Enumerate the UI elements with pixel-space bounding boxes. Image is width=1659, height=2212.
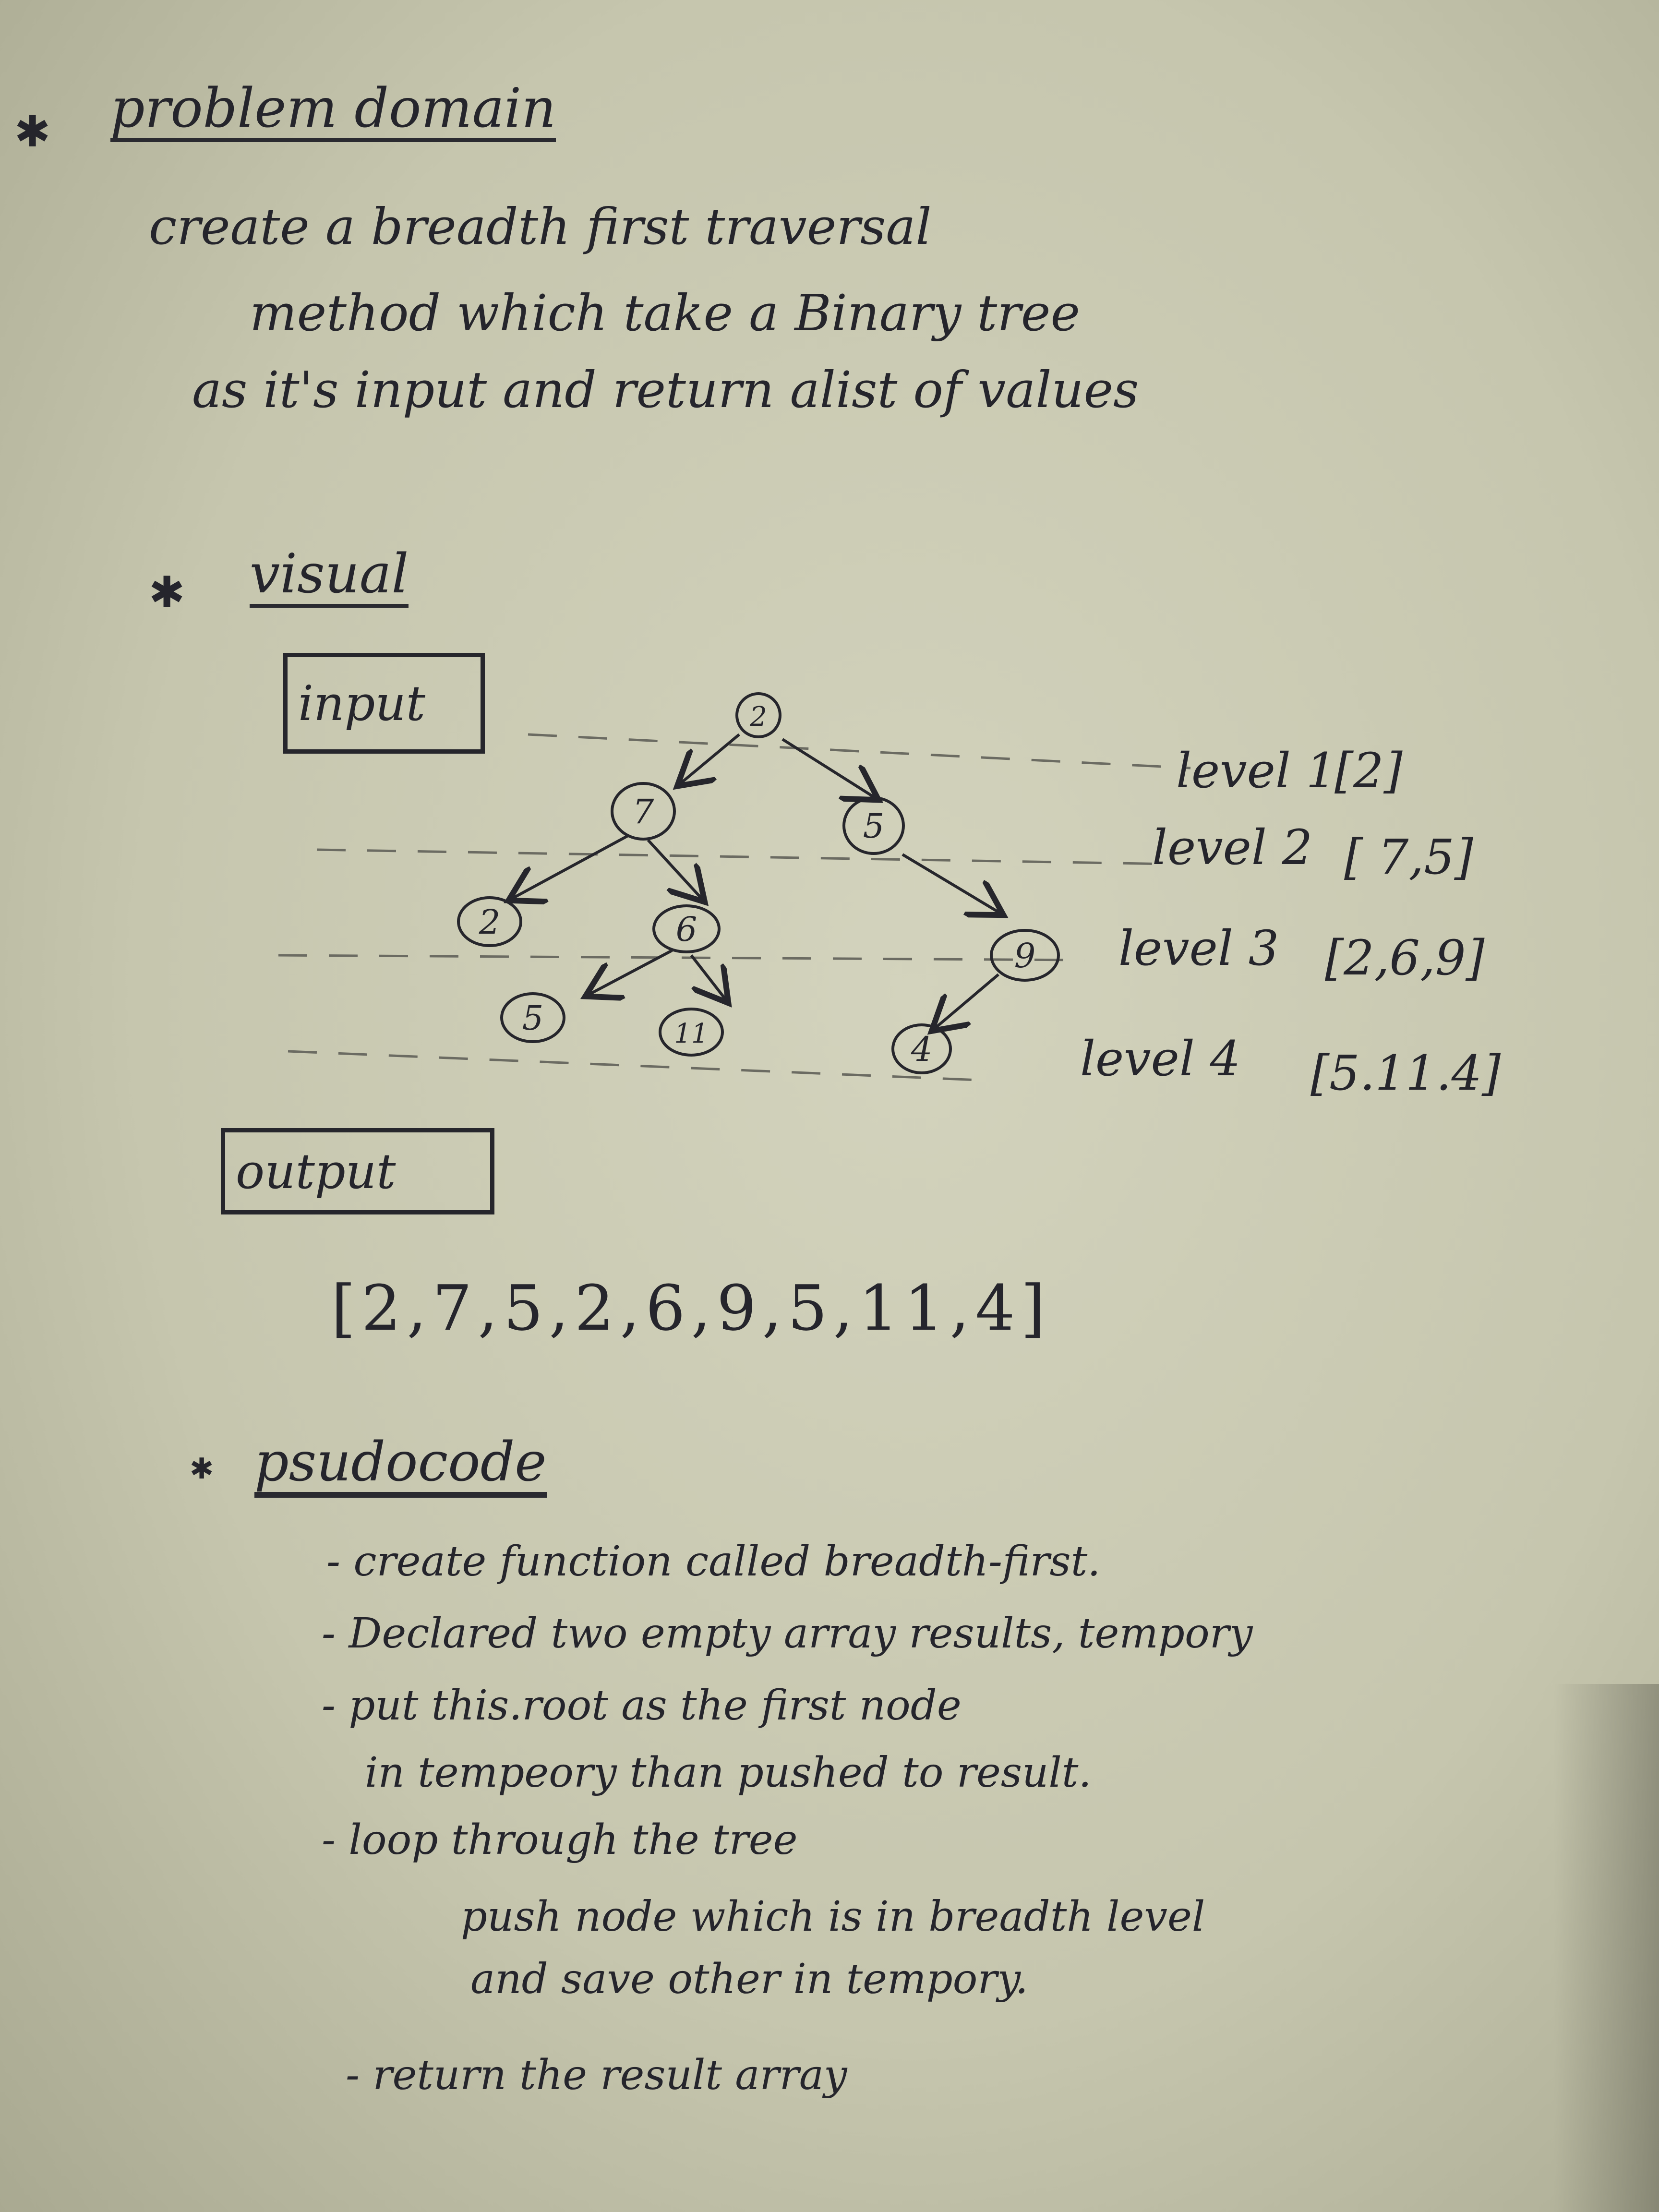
node-label-4: 4	[911, 1030, 933, 1069]
tree-node-labels: 2 7 5 2 6 9 5 11 4	[479, 701, 1036, 1069]
edge-7-2	[514, 834, 630, 898]
node-circle-4	[891, 1023, 952, 1074]
pseudocode-line-7: and save other in tempory.	[470, 1955, 1029, 2003]
page-shadow	[1553, 1684, 1659, 2212]
output-label: output	[236, 1143, 396, 1200]
input-label-box: input	[283, 653, 485, 754]
node-label-root: 2	[749, 701, 767, 733]
problem-line-2: method which take a Binary tree	[250, 284, 1081, 342]
level-1-guide	[528, 733, 1191, 769]
output-label-box: output	[221, 1128, 494, 1214]
bullet-star-icon: ✱	[149, 567, 185, 618]
node-label-5-right: 5	[863, 806, 885, 846]
edge-7-6	[647, 839, 701, 898]
node-circle-root	[735, 692, 781, 738]
edge-9-4	[936, 973, 999, 1027]
edge-2-5	[781, 738, 874, 797]
node-label-2-left: 2	[479, 902, 501, 942]
level-4-label: level 4	[1080, 1031, 1240, 1087]
level-4-guide	[288, 1050, 980, 1082]
node-circle-2-left	[457, 896, 522, 947]
edge-5-9	[902, 853, 998, 912]
level-4-values: [5.11.4]	[1310, 1045, 1501, 1101]
problem-line-3: as it's input and return alist of values	[192, 361, 1139, 419]
pseudocode-line-8: - return the result array	[346, 2051, 847, 2099]
node-label-6: 6	[676, 910, 697, 949]
node-label-5-left: 5	[522, 998, 544, 1038]
visual-heading: visual	[250, 547, 409, 608]
level-1-values: [2]	[1334, 743, 1403, 799]
pseudocode-heading: psudocode	[254, 1435, 547, 1498]
level-3-label: level 3	[1118, 920, 1279, 976]
level-3-guide	[278, 954, 1085, 962]
input-label: input	[298, 675, 425, 732]
pseudocode-line-4: in tempeory than pushed to result.	[365, 1749, 1092, 1797]
problem-domain-heading: problem domain	[110, 82, 556, 142]
level-2-values: [ 7,5]	[1344, 829, 1474, 885]
pseudocode-line-6: push node which is in breadth level	[461, 1893, 1205, 1941]
node-circle-9	[990, 929, 1060, 982]
pseudocode-line-5: - loop through the tree	[322, 1816, 798, 1864]
node-label-7: 7	[633, 792, 654, 831]
node-circle-5-left	[500, 992, 565, 1043]
tree-nodes	[457, 692, 1060, 1074]
edge-6-5	[590, 949, 673, 994]
edge-6-11	[690, 954, 725, 998]
level-3-values: [2,6,9]	[1325, 930, 1485, 986]
pseudocode-line-1: - create function called breadth-first.	[326, 1538, 1101, 1586]
bullet-star-icon: ✱	[190, 1452, 214, 1486]
bullet-star-icon: ✱	[14, 107, 51, 157]
level-2-label: level 2	[1152, 819, 1312, 876]
level-1-label: level 1	[1176, 743, 1336, 799]
node-circle-6	[652, 904, 721, 953]
pseudocode-line-3: - put this.root as the first node	[322, 1682, 962, 1730]
problem-line-1: create a breadth first traversal	[149, 197, 932, 256]
node-circle-11	[659, 1008, 724, 1057]
output-array: [2,7,5,2,6,9,5,11,4]	[331, 1272, 1051, 1345]
edge-2-7	[682, 733, 740, 782]
node-circle-7	[611, 782, 676, 841]
node-label-9: 9	[1014, 936, 1036, 975]
pseudocode-line-2: - Declared two empty array results, temp…	[322, 1610, 1253, 1658]
tree-edges	[514, 733, 999, 1027]
level-2-guide	[316, 848, 1172, 866]
level-guide-lines	[278, 733, 1191, 1082]
level-labels: level 1 [2] level 2 [ 7,5] level 3 [2,6,…	[1080, 743, 1501, 1101]
node-circle-5-right	[842, 796, 905, 855]
node-label-11: 11	[674, 1018, 708, 1049]
